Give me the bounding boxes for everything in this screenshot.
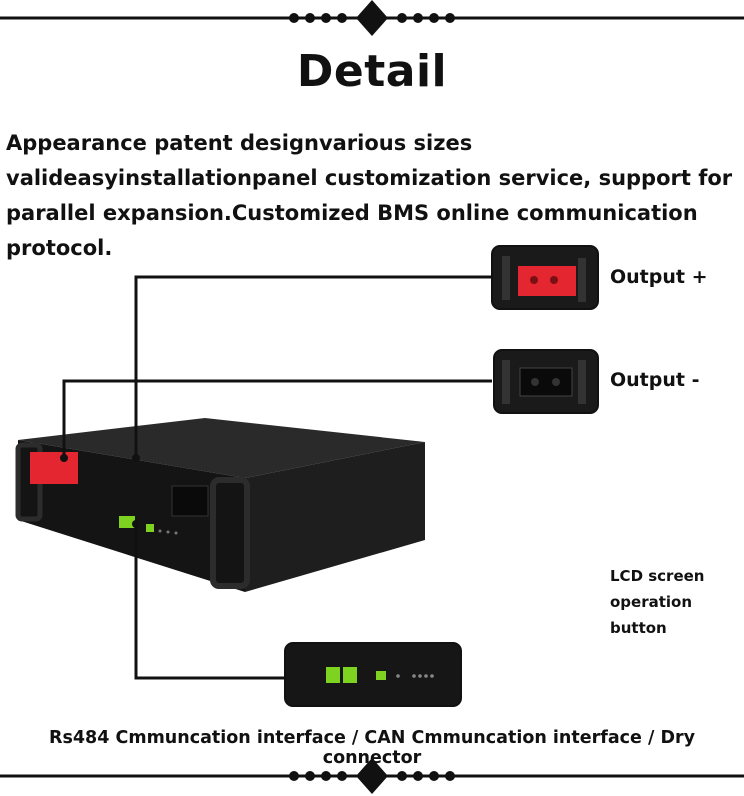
description-text: Appearance patent designvarious sizes va… bbox=[6, 131, 733, 260]
battery-side-panel bbox=[245, 442, 425, 592]
line-output-positive bbox=[134, 275, 492, 458]
bottom-ornament-divider bbox=[0, 758, 744, 794]
output-negative-label: Output - bbox=[610, 369, 700, 391]
page-title: Detail bbox=[296, 46, 448, 97]
battery-handle-icon bbox=[210, 477, 250, 589]
top-ornament-divider bbox=[0, 0, 744, 36]
line-comm-interface bbox=[134, 524, 285, 680]
device-black-terminal bbox=[171, 485, 209, 517]
comm-interface-callout bbox=[284, 642, 462, 707]
line-output-negative bbox=[62, 379, 492, 458]
device-green-port bbox=[119, 516, 135, 528]
output-positive-label: Output + bbox=[610, 266, 708, 288]
lcd-label-line1: LCD screen bbox=[610, 567, 705, 585]
output-positive-callout bbox=[491, 245, 599, 310]
lcd-label-line2: operation button bbox=[610, 593, 693, 637]
interface-caption: Rs484 Cmmuncation interface / CAN Cmmunc… bbox=[48, 728, 696, 768]
device-indicator bbox=[146, 524, 154, 532]
lcd-screen-label: LCD screen operation button bbox=[610, 563, 744, 641]
battery-top-panel bbox=[18, 418, 425, 478]
device-red-terminal bbox=[30, 452, 78, 484]
output-negative-callout bbox=[493, 349, 599, 414]
